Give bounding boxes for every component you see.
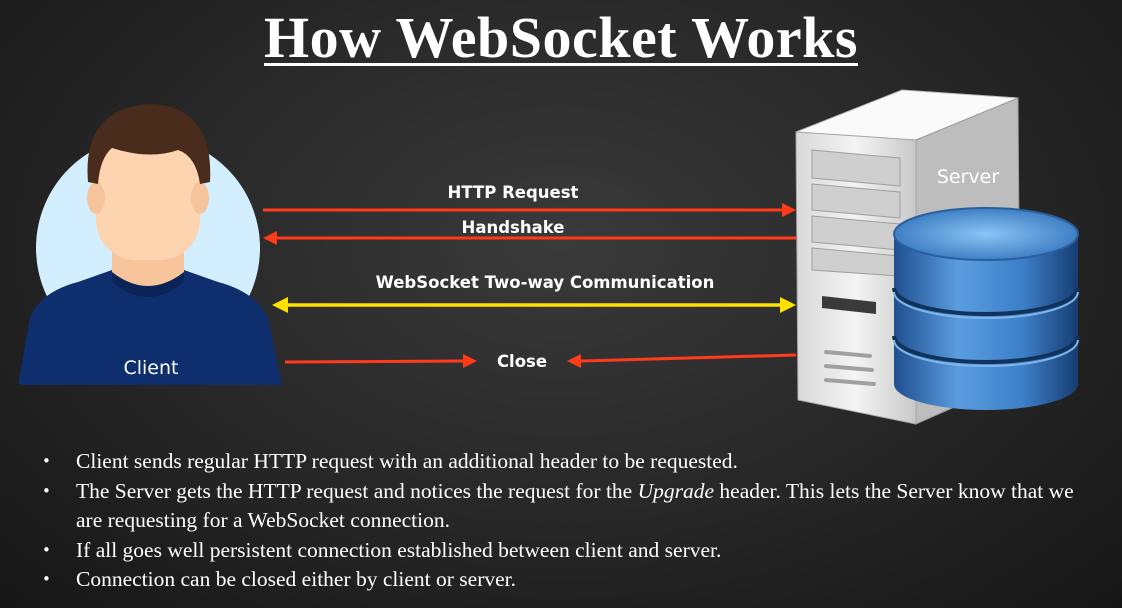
server-label: Server (937, 166, 999, 188)
server-tower-icon (795, 89, 1021, 425)
list-item-text-before: The Server gets the HTTP request and not… (76, 478, 638, 503)
page-title: How WebSocket Works (264, 5, 858, 70)
http-request-label: HTTP Request (448, 183, 579, 202)
bullet-glyph: • (42, 481, 51, 500)
bullet-glyph: • (42, 570, 51, 588)
websocket-arrow (272, 297, 796, 313)
list-item-emphasis: Upgrade (637, 478, 715, 503)
bullet-glyph: • (42, 452, 51, 470)
list-item-text: If all goes well persistent connection e… (76, 537, 722, 562)
list-item: • If all goes well persistent connection… (40, 536, 1100, 566)
list-item-text: Connection can be closed either by clien… (76, 567, 516, 591)
database-icon (892, 207, 1080, 410)
bullet-glyph: • (42, 540, 51, 559)
client-label: Client (123, 357, 178, 379)
handshake-arrow (263, 231, 796, 245)
explanation-list: • Client sends regular HTTP request with… (40, 447, 1100, 595)
client-avatar-icon (18, 104, 282, 385)
websocket-label: WebSocket Two-way Communication (376, 273, 715, 292)
list-item: • Client sends regular HTTP request with… (40, 447, 1100, 477)
list-item: • Connection can be closed either by cli… (40, 565, 1100, 595)
list-item-text: Client sends regular HTTP request with a… (76, 449, 738, 473)
list-item-text-after: header. This lets the Server know that w… (76, 478, 1074, 533)
close-arrow-server (567, 353, 797, 368)
websocket-diagram: Client Server HTTP Request (18, 89, 1080, 425)
handshake-label: Handshake (462, 218, 565, 237)
close-label: Close (497, 352, 547, 371)
http-request-arrow (263, 203, 796, 217)
list-item: • The Server gets the HTTP request and n… (40, 477, 1100, 536)
close-arrow-client (284, 354, 477, 368)
